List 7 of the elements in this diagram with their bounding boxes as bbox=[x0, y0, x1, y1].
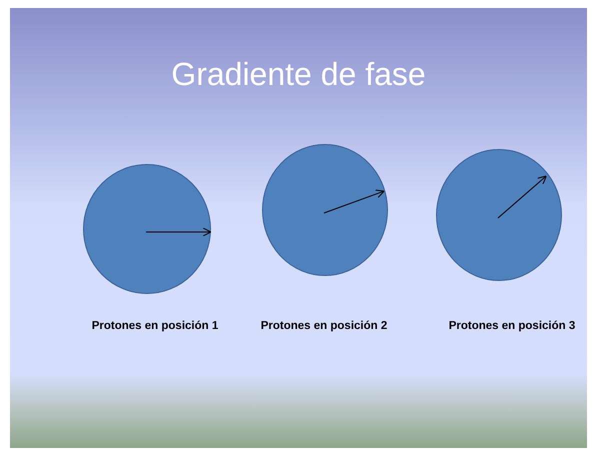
circle bbox=[262, 144, 388, 276]
circle-caption: Protones en posición 3 bbox=[448, 320, 576, 332]
circle-caption: Protones en posición 1 bbox=[92, 320, 218, 332]
circle bbox=[436, 149, 562, 281]
circle bbox=[83, 164, 211, 294]
circle-caption: Protones en posición 2 bbox=[260, 320, 388, 332]
slide-title: Gradiente de fase bbox=[170, 56, 427, 93]
